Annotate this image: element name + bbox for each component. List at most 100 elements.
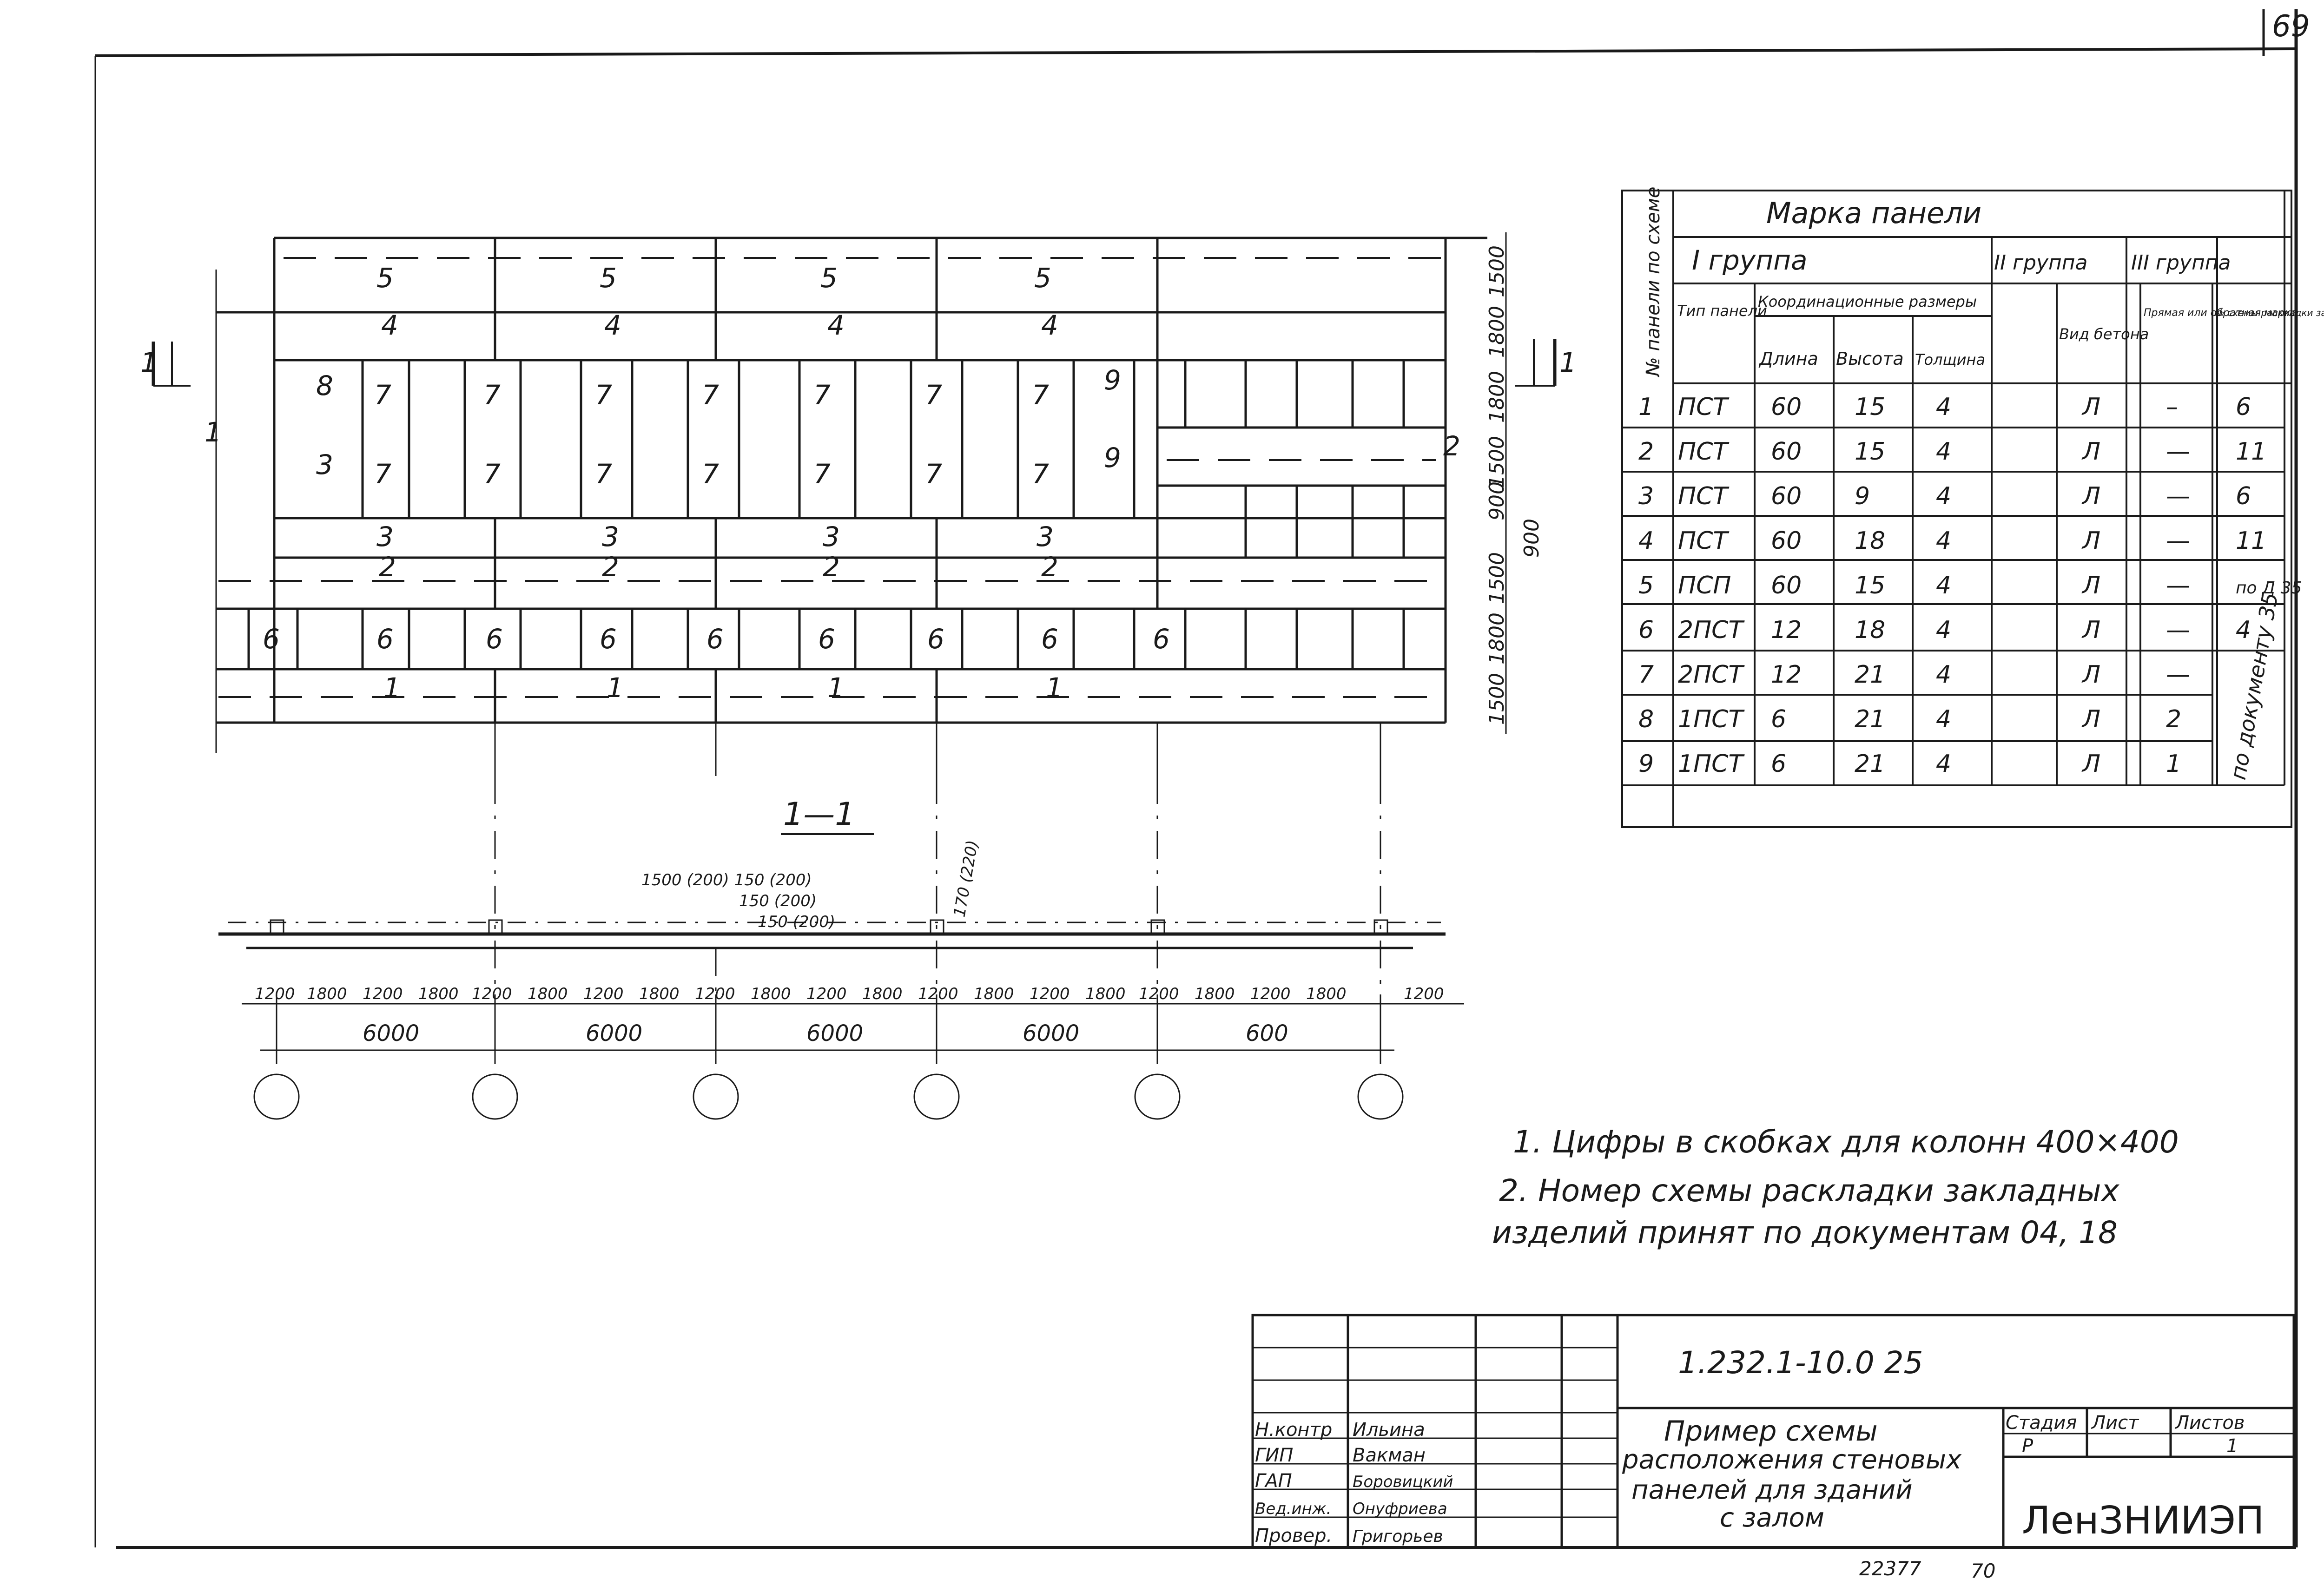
bay-dim: 6000: [1023, 1020, 1079, 1046]
height-dimensions: 1500 1800 1800 1500 900 1500 1800 1500 9…: [1485, 245, 1544, 725]
table-cell: 1ПСТ: [1678, 705, 1745, 733]
page-number: 69: [2272, 9, 2310, 44]
role-label: Вед.инж.: [1255, 1500, 1331, 1518]
height-dim: 1500: [1485, 245, 1509, 297]
panel-label: 1: [1046, 672, 1063, 704]
table-cell: 4: [1936, 482, 1951, 510]
table-cell: 4: [1936, 572, 1951, 599]
group3-header: III группа: [2131, 251, 2231, 275]
table-cell: ПСТ: [1678, 393, 1730, 421]
table-cell: ПСТ: [1678, 482, 1730, 510]
panel-label: 6: [600, 623, 617, 655]
spacing-dim: 1200: [1404, 985, 1444, 1003]
inventory-number: 22377: [1859, 1557, 1921, 1580]
table-cell: 4: [1936, 661, 1951, 689]
spacing-dim: 1200: [1250, 985, 1291, 1003]
table-cell: 4: [1936, 438, 1951, 466]
panel-label: 6: [1153, 623, 1170, 655]
panel-label: 9: [1104, 442, 1121, 474]
table-cell: 60: [1771, 482, 1802, 510]
col-no-header: № панели по схеме: [1643, 187, 1664, 377]
stage-label: Стадия: [2006, 1412, 2077, 1434]
spacing-dim: 1200: [918, 985, 958, 1003]
footer-page: 70: [1971, 1560, 1995, 1582]
table-cell: Л: [2081, 705, 2100, 733]
spacing-dim: 1200: [363, 985, 403, 1003]
footer: 22377 70: [1859, 1557, 1995, 1582]
height-dim: 1800: [1485, 371, 1509, 423]
length-header: Длина: [1758, 349, 1818, 369]
table-cell: по Д 35: [2236, 579, 2302, 598]
table-cell: 6: [2236, 482, 2251, 510]
table-cell: 7: [1638, 661, 1654, 689]
elevation-drawing: [152, 232, 1557, 776]
table-cell: 18: [1855, 616, 1885, 644]
panel-label: 3: [1037, 521, 1054, 553]
panel-label: 3: [316, 449, 333, 480]
table-cell: 21: [1855, 750, 1885, 778]
panel-label: 5: [376, 262, 394, 294]
table-cell: 3: [1638, 482, 1654, 510]
panel-label: 3: [602, 521, 619, 553]
spacing-dimensions: 1200 1800 1200 1800 1200 1800 1200 1800 …: [255, 985, 1444, 1003]
table-cell: 60: [1771, 393, 1802, 421]
sheet-label: Лист: [2091, 1412, 2139, 1434]
table-cell: 15: [1855, 572, 1885, 599]
table-cell: 4: [1936, 750, 1951, 778]
panel-label: 8: [316, 370, 333, 401]
scheme-header: № схемы раскладки закл. изделий: [2214, 307, 2324, 318]
bay-dim: 600: [1246, 1020, 1288, 1046]
panel-label: 6: [927, 623, 944, 655]
notes: 1. Цифры в скобках для колонн 400×400 2.…: [1492, 1124, 2179, 1250]
bay-dim: 6000: [586, 1020, 642, 1046]
table-cell: 9: [1638, 750, 1654, 778]
table-cell: 2: [1638, 438, 1654, 466]
panel-label: 2: [1041, 551, 1058, 583]
section-annotation: 170 (220): [950, 839, 982, 919]
panel-label: 2: [379, 551, 396, 583]
table-cell: —: [2166, 616, 2190, 644]
table-cell: ПСТ: [1678, 438, 1730, 466]
table-cell: 4: [1936, 705, 1951, 733]
role-label: Н.контр: [1255, 1419, 1332, 1441]
height-dim: 1500: [1485, 552, 1509, 604]
spacing-dim: 1800: [307, 985, 347, 1003]
height-dim: 1500: [1485, 673, 1509, 725]
table-cell: ПСТ: [1678, 527, 1730, 555]
panel-label: 5: [600, 262, 617, 294]
spacing-dim: 1800: [528, 985, 568, 1003]
table-cell: 11: [2236, 527, 2266, 555]
spacing-dim: 1800: [639, 985, 680, 1003]
bay-dim: 6000: [363, 1020, 419, 1046]
height-dim: 1800: [1485, 306, 1509, 358]
main-header: Марка панели: [1766, 196, 1981, 230]
doc-code: 1.232.1-10.0 25: [1678, 1345, 1923, 1381]
spacing-dim: 1800: [418, 985, 459, 1003]
panel-label: 6: [1041, 623, 1058, 655]
height-dim-extra: 900: [1520, 519, 1544, 558]
drawing-title-line: расположения стеновых: [1622, 1445, 1962, 1475]
table-cell: Л: [2081, 616, 2100, 644]
table-cell: 18: [1855, 527, 1885, 555]
table-cell: –: [2166, 393, 2178, 421]
thick-header: Толщина: [1915, 351, 1985, 369]
elevation-labels: 5 5 5 5 4 4 4 4 8 7 7 7 7 7 7 7 9 3 7 7 …: [140, 262, 1577, 704]
sheet-frame: [94, 9, 2298, 1549]
group1-header: I группа: [1692, 244, 1808, 276]
spacing-dim: 1800: [862, 985, 903, 1003]
spacing-dim: 1800: [751, 985, 791, 1003]
name-label: Боровицкий: [1353, 1473, 1453, 1491]
table-cell: 6: [1771, 750, 1786, 778]
panel-label: 4: [827, 309, 845, 341]
panel-label: 7: [595, 458, 612, 490]
table-cell: 1: [1638, 393, 1654, 421]
table-cell: —: [2166, 527, 2190, 555]
spacing-dim: 1800: [1306, 985, 1347, 1003]
panel-label: 6: [818, 623, 835, 655]
spacing-dim: 1200: [583, 985, 624, 1003]
spacing-dim: 1200: [1030, 985, 1070, 1003]
section-drawing: [218, 776, 1464, 1120]
section-title: 1—1: [783, 796, 855, 833]
table-cell: 4: [1936, 393, 1951, 421]
